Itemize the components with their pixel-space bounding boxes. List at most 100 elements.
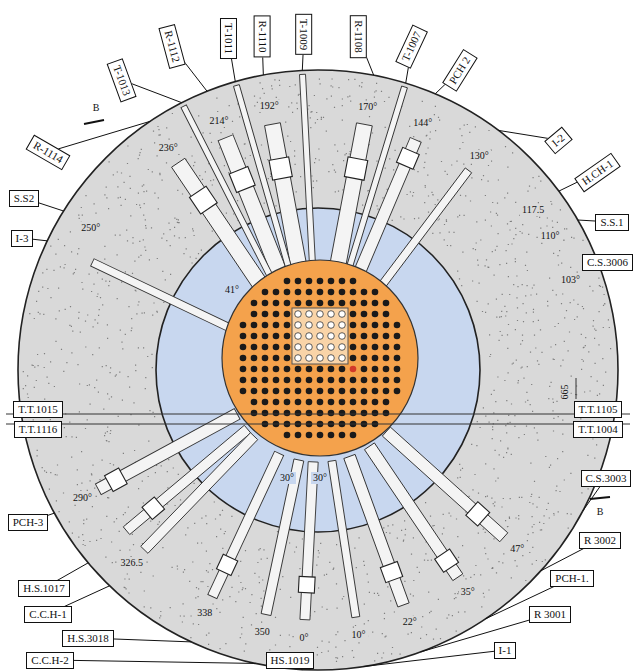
- angle-label: 117.5: [520, 204, 546, 216]
- fuel-element: [383, 300, 390, 307]
- radial-tube: [91, 259, 237, 334]
- port-label-box: R 3001: [529, 606, 571, 623]
- fuel-element: [295, 322, 302, 329]
- fuel-element: [262, 388, 269, 395]
- fuel-element: [350, 377, 357, 384]
- fuel-element: [383, 377, 390, 384]
- fuel-element: [284, 432, 291, 439]
- port-name: R-1110: [256, 20, 269, 52]
- fuel-element: [317, 366, 324, 373]
- fuel-element: [339, 278, 346, 285]
- fuel-element: [317, 410, 324, 417]
- dimension-line: [576, 378, 577, 399]
- angle-label: B: [595, 506, 606, 518]
- shield-plug: [142, 497, 165, 520]
- fuel-element: [284, 388, 291, 395]
- through-tube-line: [6, 414, 630, 415]
- fuel-element: [372, 300, 379, 307]
- fuel-element: [240, 355, 247, 362]
- beam-tube: [370, 168, 471, 299]
- fuel-element: [350, 289, 357, 296]
- fuel-element: [328, 388, 335, 395]
- fuel-element: [262, 289, 269, 296]
- fuel-element: [372, 311, 379, 318]
- fuel-element: [295, 311, 302, 318]
- fuel-element: [262, 344, 269, 351]
- shield-plug: [269, 157, 292, 180]
- fuel-element: [295, 377, 302, 384]
- port-name: T.T.1015: [18, 403, 57, 416]
- fuel-element: [328, 377, 335, 384]
- fuel-element: [317, 322, 324, 329]
- fuel-element: [262, 322, 269, 329]
- fuel-element: [295, 289, 302, 296]
- shield-plug: [229, 167, 255, 193]
- reactor-core: [222, 260, 418, 456]
- port-name: T-1009: [298, 18, 311, 49]
- fuel-element: [273, 300, 280, 307]
- fuel-element: [361, 333, 368, 340]
- fuel-element: [328, 300, 335, 307]
- fuel-element: [306, 289, 313, 296]
- fuel-element: [284, 410, 291, 417]
- angle-label: 350: [253, 626, 272, 638]
- fuel-element: [262, 377, 269, 384]
- radial-tube: [344, 454, 409, 607]
- beam-tube: [300, 74, 316, 270]
- port-label-box: HS.1019: [266, 652, 315, 669]
- angle-label: 214°: [207, 115, 230, 127]
- port-label-box: H.CH-1: [575, 152, 622, 192]
- angle-label: 326.5: [119, 557, 146, 569]
- fuel-element: [339, 322, 346, 329]
- leader-line: [50, 660, 256, 663]
- fuel-element: [284, 322, 291, 329]
- fuel-element: [295, 388, 302, 395]
- fuel-element: [361, 344, 368, 351]
- section-mark: [84, 120, 104, 124]
- angle-label: 250°: [79, 222, 102, 234]
- angle-label: 290°: [71, 492, 94, 504]
- port-name: HS.1019: [271, 654, 310, 667]
- fuel-element: [306, 278, 313, 285]
- fuel-element: [240, 377, 247, 384]
- angle-label: B: [91, 102, 102, 114]
- fuel-element: [251, 410, 258, 417]
- concrete-speckle: [23, 78, 612, 662]
- shield-plug: [298, 576, 315, 593]
- fuel-element: [251, 388, 258, 395]
- fuel-element: [328, 322, 335, 329]
- fuel-element: [240, 366, 247, 373]
- fuel-element: [273, 399, 280, 406]
- beam-tube: [91, 259, 237, 334]
- fuel-element: [295, 366, 302, 373]
- fuel-element: [328, 333, 335, 340]
- fuel-element: [350, 355, 357, 362]
- beam-tube: [261, 459, 304, 616]
- fuel-element: [383, 399, 390, 406]
- fuel-element: [317, 311, 324, 318]
- radial-tube: [370, 168, 471, 299]
- port-label-box: T.T.1004: [573, 421, 622, 438]
- fuel-element: [251, 355, 258, 362]
- fuel-element: [284, 289, 291, 296]
- fuel-element: [350, 366, 357, 373]
- port-name: I-1: [499, 644, 512, 657]
- port-label-box: R-1110: [254, 15, 271, 57]
- fuel-element: [383, 344, 390, 351]
- port-label-box: T-1013: [107, 58, 137, 103]
- fuel-element: [251, 366, 258, 373]
- fuel-element: [251, 377, 258, 384]
- fuel-element: [350, 410, 357, 417]
- fuel-element: [295, 278, 302, 285]
- fuel-element: [262, 399, 269, 406]
- fuel-element: [273, 410, 280, 417]
- port-label-box: I-1: [494, 642, 517, 659]
- radial-tube: [300, 462, 318, 620]
- fuel-element: [284, 355, 291, 362]
- angle-label: 30°: [278, 472, 296, 484]
- fuel-element: [262, 355, 269, 362]
- fuel-element: [273, 289, 280, 296]
- fuel-element: [339, 333, 346, 340]
- fuel-element: [306, 366, 313, 373]
